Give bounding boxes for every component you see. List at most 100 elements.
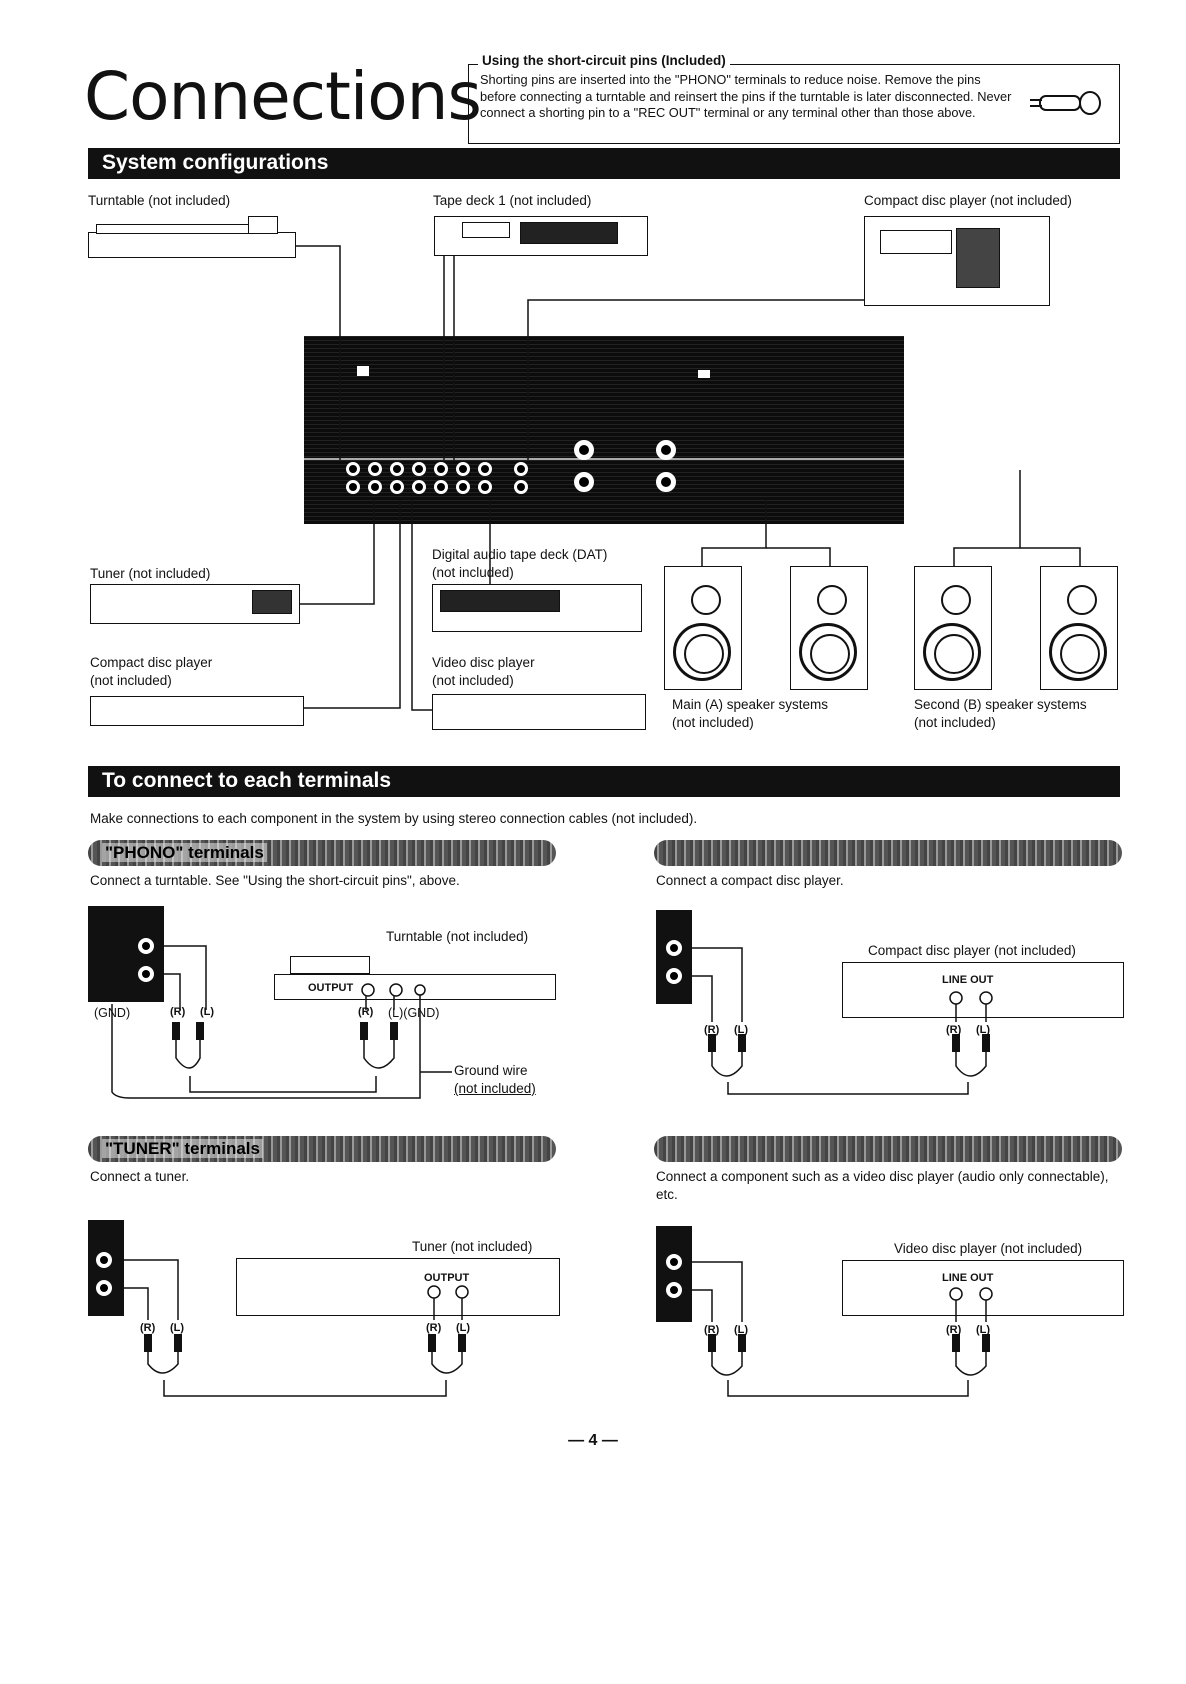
cd-device-r-label: (R) [946,1024,962,1036]
amp-speaker-terminal [656,472,676,492]
system-wiring [296,245,1081,711]
note-body: Shorting pins are inserted into the "PHO… [480,72,1012,120]
phono-device-label: Turntable (not included) [386,929,529,944]
cd-top-keypad [956,228,1000,288]
phono-turntable-device [274,974,556,1000]
main-speaker-left [664,566,742,690]
amp-jack [514,480,528,494]
ground-wire-label-line2: (not included) [454,1081,536,1096]
amp-jack [390,480,404,494]
phono-device-r-label: (R) [358,1006,374,1018]
second-speaker-left [914,566,992,690]
tuner-device-box [236,1258,560,1316]
amp-jack [478,480,492,494]
tuner-device-label: Tuner (not included) [412,1239,533,1254]
cd-label-line1: Compact disc player [90,655,213,670]
amp-label-mark [698,370,710,378]
phono-turntable-tonearm [290,956,370,974]
main-speaker-label-line2: (not included) [672,715,754,730]
page-number: — 4 — [568,1432,618,1449]
main-speaker-label-line1: Main (A) speaker systems [672,697,829,712]
video-desc: Connect a component such as a video disc… [656,1169,1109,1202]
video-r-label: (R) [704,1324,720,1336]
turntable-label: Turntable (not included) [88,193,231,208]
main-speaker-right [790,566,868,690]
second-speaker-right [1040,566,1118,690]
detail-cables [111,945,993,1397]
cd-jack-l [666,968,682,984]
phono-terminals-title: "PHONO" terminals [102,843,267,862]
cd-lineout-label: LINE OUT [942,974,994,986]
cd-device-l-label: (L) [976,1024,991,1036]
video-l-label: (L) [734,1324,749,1336]
phono-l-label: (L) [200,1006,215,1018]
tuner-amp-panel [88,1220,124,1316]
amp-jack [368,480,382,494]
cd-device [90,696,304,726]
phono-amp-panel [88,906,164,1002]
vdp-label-line1: Video disc player [432,655,535,670]
tuner-desc: Connect a tuner. [90,1169,190,1184]
video-amp-panel [656,1226,692,1322]
amp-jack [346,462,360,476]
phono-jack-l [138,966,154,982]
dat-display [440,590,560,612]
cd-top-tray [880,230,952,254]
tuner-jack-r [96,1252,112,1268]
amp-jack [514,462,528,476]
vdp-label-line2: (not included) [432,673,514,688]
tuner-jack-l [96,1280,112,1296]
video-device-r-label: (R) [946,1324,962,1336]
shorting-pin-icon [1030,91,1101,115]
tape-deck-cassette [462,222,510,238]
cd-top-label: Compact disc player (not included) [864,193,1072,208]
amp-label-mark [357,366,369,376]
cd-label-line2: (not included) [90,673,172,688]
ground-wire-label: Ground wire [454,1063,528,1078]
dat-label-line1: Digital audio tape deck (DAT) [432,547,608,562]
video-lineout-label: LINE OUT [942,1272,994,1284]
video-jack-l [666,1282,682,1298]
section-system-configurations: System configurations [88,148,1120,179]
cd-l-label: (L) [734,1024,749,1036]
amp-jack [412,462,426,476]
note-heading: Using the short-circuit pins (Included) [478,53,730,68]
phono-r-label: (R) [170,1006,186,1018]
video-terminals-pill [654,1136,1122,1162]
phono-output-label: OUTPUT [308,982,354,994]
cd-device-box [842,962,1124,1018]
turntable-tonearm [248,216,278,234]
tuner-display [252,590,292,614]
amp-speaker-terminal [656,440,676,460]
note-box [468,64,1120,144]
cd-terminals-pill [654,840,1122,866]
amp-speaker-terminal [574,472,594,492]
second-speaker-label-line2: (not included) [914,715,996,730]
amplifier-rear-panel [304,336,904,524]
tuner-terminals-pill: "TUNER" terminals [88,1136,556,1162]
cd-jack-r [666,940,682,956]
amp-jack [456,462,470,476]
phono-desc: Connect a turntable. See "Using the shor… [90,873,460,888]
amp-jack [478,462,492,476]
tuner-terminals-title: "TUNER" terminals [102,1139,263,1158]
amp-jack [390,462,404,476]
phono-jack-r [138,938,154,954]
second-speaker-label-line1: Second (B) speaker systems [914,697,1087,712]
video-device-l-label: (L) [976,1324,991,1336]
amp-jack [346,480,360,494]
cd-desc: Connect a compact disc player. [656,873,844,888]
amp-jack [434,462,448,476]
tuner-output-label: OUTPUT [424,1272,470,1284]
tape-deck-display [520,222,618,244]
amp-divider [304,458,904,460]
tuner-r-label: (R) [140,1322,156,1334]
cd-r-label: (R) [704,1024,720,1036]
amp-jack [368,462,382,476]
tuner-l-label: (L) [170,1322,185,1334]
section-connect-terminals: To connect to each terminals [88,766,1120,797]
dat-label-line2: (not included) [432,565,514,580]
tape-deck-label: Tape deck 1 (not included) [433,193,592,208]
terminals-intro: Make connections to each component in th… [90,811,698,826]
amp-jack [456,480,470,494]
